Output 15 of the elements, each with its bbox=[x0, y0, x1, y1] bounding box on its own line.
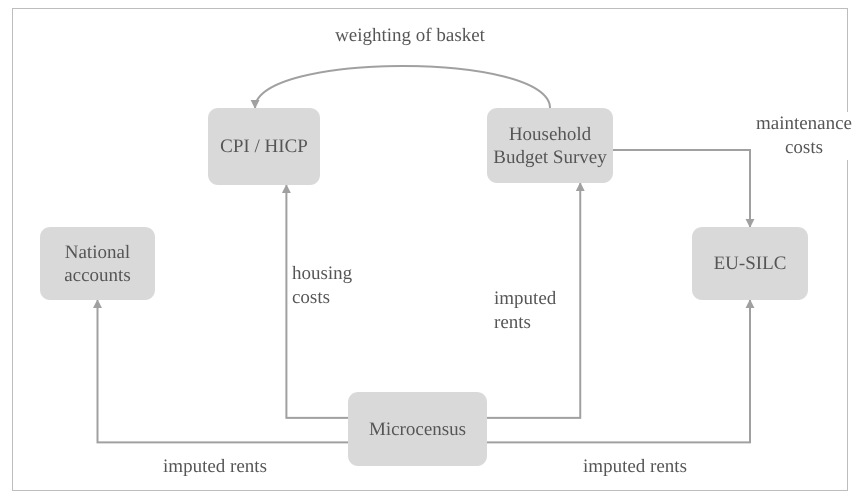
process-box bbox=[348, 392, 487, 466]
box-label: CPI / HICP bbox=[220, 135, 308, 158]
arrow bbox=[282, 184, 348, 419]
process-box bbox=[487, 108, 613, 183]
arrow bbox=[487, 299, 754, 444]
arrow bbox=[487, 182, 585, 419]
box-label: EU-SILC bbox=[714, 252, 786, 275]
box-label: National accounts bbox=[63, 240, 132, 286]
box-label: Household Budget Survey bbox=[492, 122, 608, 168]
process-box bbox=[208, 108, 320, 185]
arrow bbox=[93, 299, 348, 444]
arrow bbox=[613, 149, 754, 228]
box-label: Microcensus bbox=[368, 418, 466, 440]
process-box bbox=[40, 227, 155, 300]
process-box bbox=[692, 227, 808, 300]
